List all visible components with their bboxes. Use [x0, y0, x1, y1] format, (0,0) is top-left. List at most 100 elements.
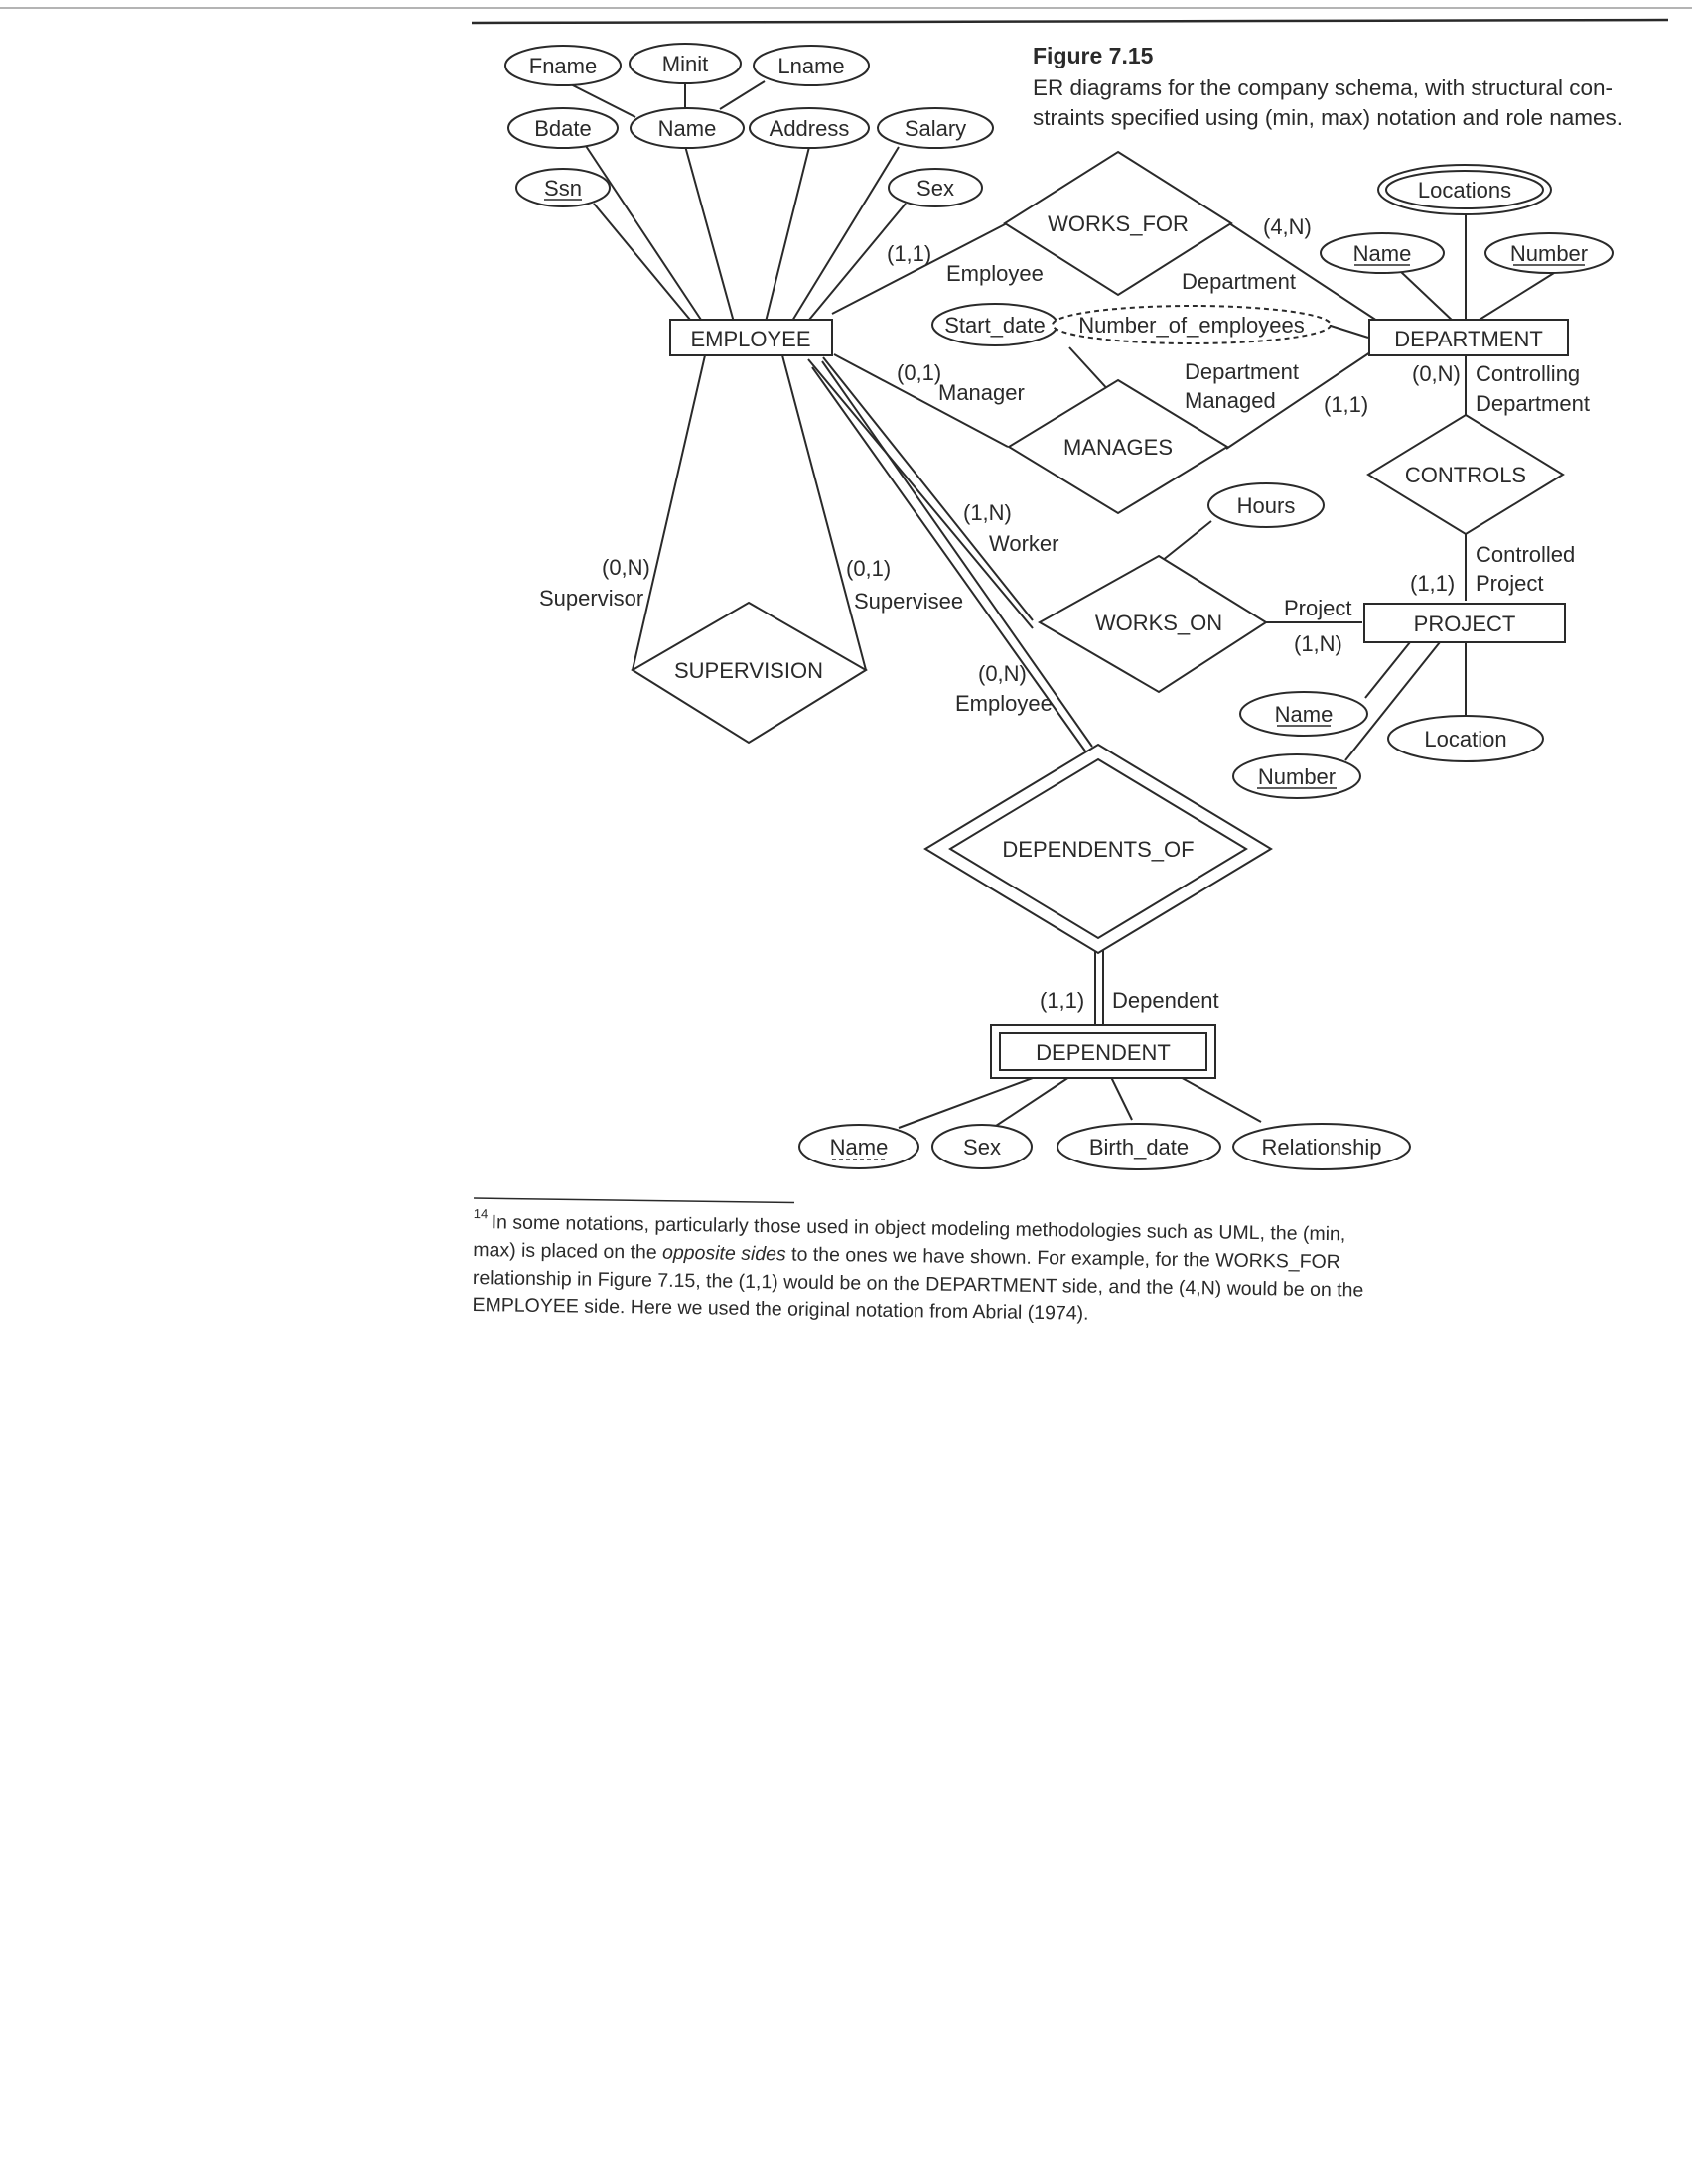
attr-project-number: Number — [1232, 753, 1361, 799]
svg-text:Birth_date: Birth_date — [1089, 1135, 1189, 1160]
svg-text:Location: Location — [1424, 727, 1506, 751]
constraint-dependents-of-dependent: (1,1) — [1040, 988, 1084, 1013]
constraint-works-for-employee: (1,1) — [887, 241, 931, 266]
caption-line-1: ER diagrams for the company schema, with… — [1033, 75, 1613, 100]
constraint-manages-manager: (0,1) — [897, 360, 941, 385]
role-supervision-supervisee: Supervisee — [854, 589, 963, 614]
attr-minit: Minit — [629, 43, 742, 84]
svg-text:Bdate: Bdate — [534, 116, 592, 141]
role-works-for-department: Department — [1182, 269, 1296, 294]
constraint-controls-controlling: (0,N) — [1412, 361, 1461, 386]
svg-text:Number: Number — [1258, 764, 1336, 789]
svg-text:MANAGES: MANAGES — [1063, 435, 1173, 460]
entity-employee: EMPLOYEE — [669, 319, 833, 356]
role-controls-controlled-1: Controlled — [1476, 542, 1575, 567]
top-rule — [471, 18, 1669, 25]
attr-salary: Salary — [877, 107, 994, 149]
role-works-on-project: Project — [1284, 596, 1351, 620]
constraint-works-on-worker: (1,N) — [963, 500, 1012, 525]
svg-text:DEPENDENTS_OF: DEPENDENTS_OF — [1002, 837, 1194, 862]
footnote-rule — [474, 1197, 795, 1204]
constraint-supervision-supervisor: (0,N) — [602, 555, 650, 580]
role-manages-manager: Manager — [938, 380, 1025, 405]
svg-text:CONTROLS: CONTROLS — [1405, 463, 1526, 487]
role-works-on-worker: Worker — [989, 531, 1059, 556]
svg-text:Name: Name — [830, 1135, 889, 1160]
relationship-works-for: WORKS_FOR — [1003, 150, 1233, 297]
attr-locations: Locations — [1377, 164, 1552, 215]
attr-hours: Hours — [1207, 482, 1325, 528]
svg-text:DEPENDENT: DEPENDENT — [1036, 1040, 1171, 1065]
role-controls-controlled-2: Project — [1476, 571, 1543, 596]
svg-text:Name: Name — [658, 116, 717, 141]
svg-text:WORKS_FOR: WORKS_FOR — [1048, 211, 1189, 236]
svg-text:EMPLOYEE: EMPLOYEE — [690, 327, 810, 351]
attr-fname: Fname — [504, 45, 622, 86]
attr-relationship: Relationship — [1232, 1123, 1411, 1170]
relationship-dependents-of-identifying: DEPENDENTS_OF — [923, 743, 1273, 955]
attr-project-name: Name — [1239, 691, 1368, 737]
footnote: 14 In some notations, particularly those… — [472, 1197, 1363, 1325]
role-controls-controlling-2: Department — [1476, 391, 1590, 416]
footnote-marker: 14 — [474, 1206, 489, 1221]
attr-project-location: Location — [1387, 715, 1544, 762]
role-controls-controlling-1: Controlling — [1476, 361, 1580, 386]
svg-text:Address: Address — [770, 116, 850, 141]
figure-title: Figure 7.15 — [1033, 43, 1154, 68]
attr-dependent-sex: Sex — [931, 1124, 1033, 1169]
role-dependents-of-employee: Employee — [955, 691, 1053, 716]
svg-text:Number: Number — [1510, 241, 1588, 266]
svg-text:Ssn: Ssn — [544, 176, 582, 201]
relationship-supervision: SUPERVISION — [631, 601, 868, 745]
relationship-manages: MANAGES — [1007, 378, 1229, 515]
attr-employee-name: Name — [630, 107, 745, 149]
constraint-works-for-department: (4,N) — [1263, 214, 1312, 239]
svg-text:Locations: Locations — [1418, 178, 1511, 203]
svg-text:DEPARTMENT: DEPARTMENT — [1394, 327, 1543, 351]
relationship-works-on: WORKS_ON — [1037, 554, 1268, 694]
svg-text:Start_date: Start_date — [944, 313, 1046, 338]
role-dependents-of-dependent: Dependent — [1112, 988, 1219, 1013]
svg-text:Fname: Fname — [529, 54, 597, 78]
svg-text:Sex: Sex — [963, 1135, 1001, 1160]
svg-text:Hours: Hours — [1237, 493, 1296, 518]
attr-ssn: Ssn — [515, 168, 611, 207]
svg-text:WORKS_ON: WORKS_ON — [1095, 611, 1222, 635]
constraint-dependents-of-employee: (0,N) — [978, 661, 1027, 686]
svg-text:Salary: Salary — [905, 116, 966, 141]
svg-text:Minit: Minit — [662, 52, 708, 76]
svg-text:Name: Name — [1353, 241, 1412, 266]
attr-bdate: Bdate — [507, 107, 619, 149]
constraint-manages-department: (1,1) — [1324, 392, 1368, 417]
attr-department-number: Number — [1484, 232, 1614, 274]
attr-number-of-employees: Number_of_employees — [1052, 305, 1332, 344]
svg-text:PROJECT: PROJECT — [1414, 612, 1516, 636]
attr-start-date: Start_date — [931, 303, 1058, 346]
footnote-line-4: EMPLOYEE side. Here we used the original… — [472, 1295, 1088, 1325]
entity-project: PROJECT — [1363, 603, 1566, 643]
role-manages-department-1: Department — [1185, 359, 1299, 384]
constraint-supervision-supervisee: (0,1) — [846, 556, 891, 581]
svg-text:Name: Name — [1275, 702, 1334, 727]
attr-department-name: Name — [1320, 232, 1445, 274]
svg-text:Lname: Lname — [777, 54, 844, 78]
svg-text:Relationship: Relationship — [1261, 1135, 1381, 1160]
role-manages-department-2: Managed — [1185, 388, 1276, 413]
constraint-works-on-project: (1,N) — [1294, 631, 1342, 656]
attr-birth-date: Birth_date — [1057, 1123, 1221, 1170]
constraint-controls-controlled: (1,1) — [1410, 571, 1455, 596]
svg-text:Sex: Sex — [916, 176, 954, 201]
relationship-controls: CONTROLS — [1366, 413, 1565, 536]
attr-address: Address — [749, 107, 870, 149]
attr-lname: Lname — [753, 45, 870, 86]
attr-dependent-name: Name — [798, 1124, 919, 1169]
role-works-for-employee: Employee — [946, 261, 1044, 286]
caption-line-2: straints specified using (min, max) nota… — [1033, 105, 1622, 130]
entity-department: DEPARTMENT — [1368, 319, 1569, 356]
role-supervision-supervisor: Supervisor — [539, 586, 643, 611]
attr-employee-sex: Sex — [888, 168, 983, 207]
entity-dependent-weak: DEPENDENT — [990, 1024, 1216, 1079]
svg-text:Number_of_employees: Number_of_employees — [1078, 313, 1304, 338]
svg-text:SUPERVISION: SUPERVISION — [674, 658, 823, 683]
